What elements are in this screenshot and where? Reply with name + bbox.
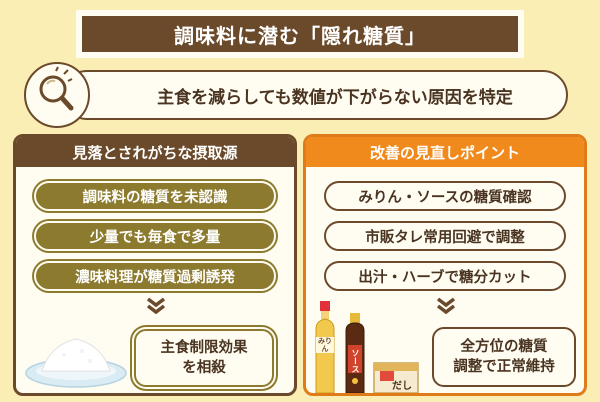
left-panel: 見落とされがちな摂取源 調味料の糖質を未認識 少量でも毎食で多量 濃味料理が糖質…	[13, 134, 297, 396]
rice-plate-image	[25, 338, 127, 388]
title-banner: 調味料に潜む「隠れ糖質」	[76, 10, 524, 58]
chevron-down-icon	[146, 297, 166, 315]
chevron-down-icon	[436, 297, 456, 315]
right-item: 市販タレ常用回避で調整	[324, 221, 566, 251]
left-item: 少量でも毎食で多量	[34, 221, 276, 251]
left-panel-heading: 見落とされがちな摂取源	[16, 137, 294, 167]
page-title: 調味料に潜む「隠れ糖質」	[82, 16, 518, 52]
left-result-box: 主食制限効果 を相殺	[134, 329, 274, 387]
subtitle-text: 主食を減らしても数値が下がらない原因を特定	[157, 87, 513, 108]
dashi-label: だし	[392, 381, 412, 392]
right-item: 出汁・ハーブで糖分カット	[324, 261, 566, 291]
seasoning-bottles-image	[315, 301, 419, 393]
left-item: 調味料の糖質を未認識	[34, 181, 276, 211]
magnifier-badge	[24, 62, 90, 128]
subtitle-pill: 主食を減らしても数値が下がらない原因を特定	[62, 70, 568, 120]
right-panel: 改善の見直しポイント みりん・ソースの糖質確認 市販タレ常用回避で調整 出汁・ハ…	[303, 134, 587, 396]
mirin-label: みりん	[318, 337, 332, 353]
left-item: 濃味料理が糖質過剰誘発	[34, 261, 276, 291]
right-panel-heading: 改善の見直しポイント	[306, 137, 584, 167]
right-item: みりん・ソースの糖質確認	[324, 181, 566, 211]
right-result-box: 全方位の糖質 調整で正常維持	[432, 327, 576, 387]
magnifier-icon	[39, 66, 74, 111]
sauce-label: ソース	[351, 349, 360, 373]
